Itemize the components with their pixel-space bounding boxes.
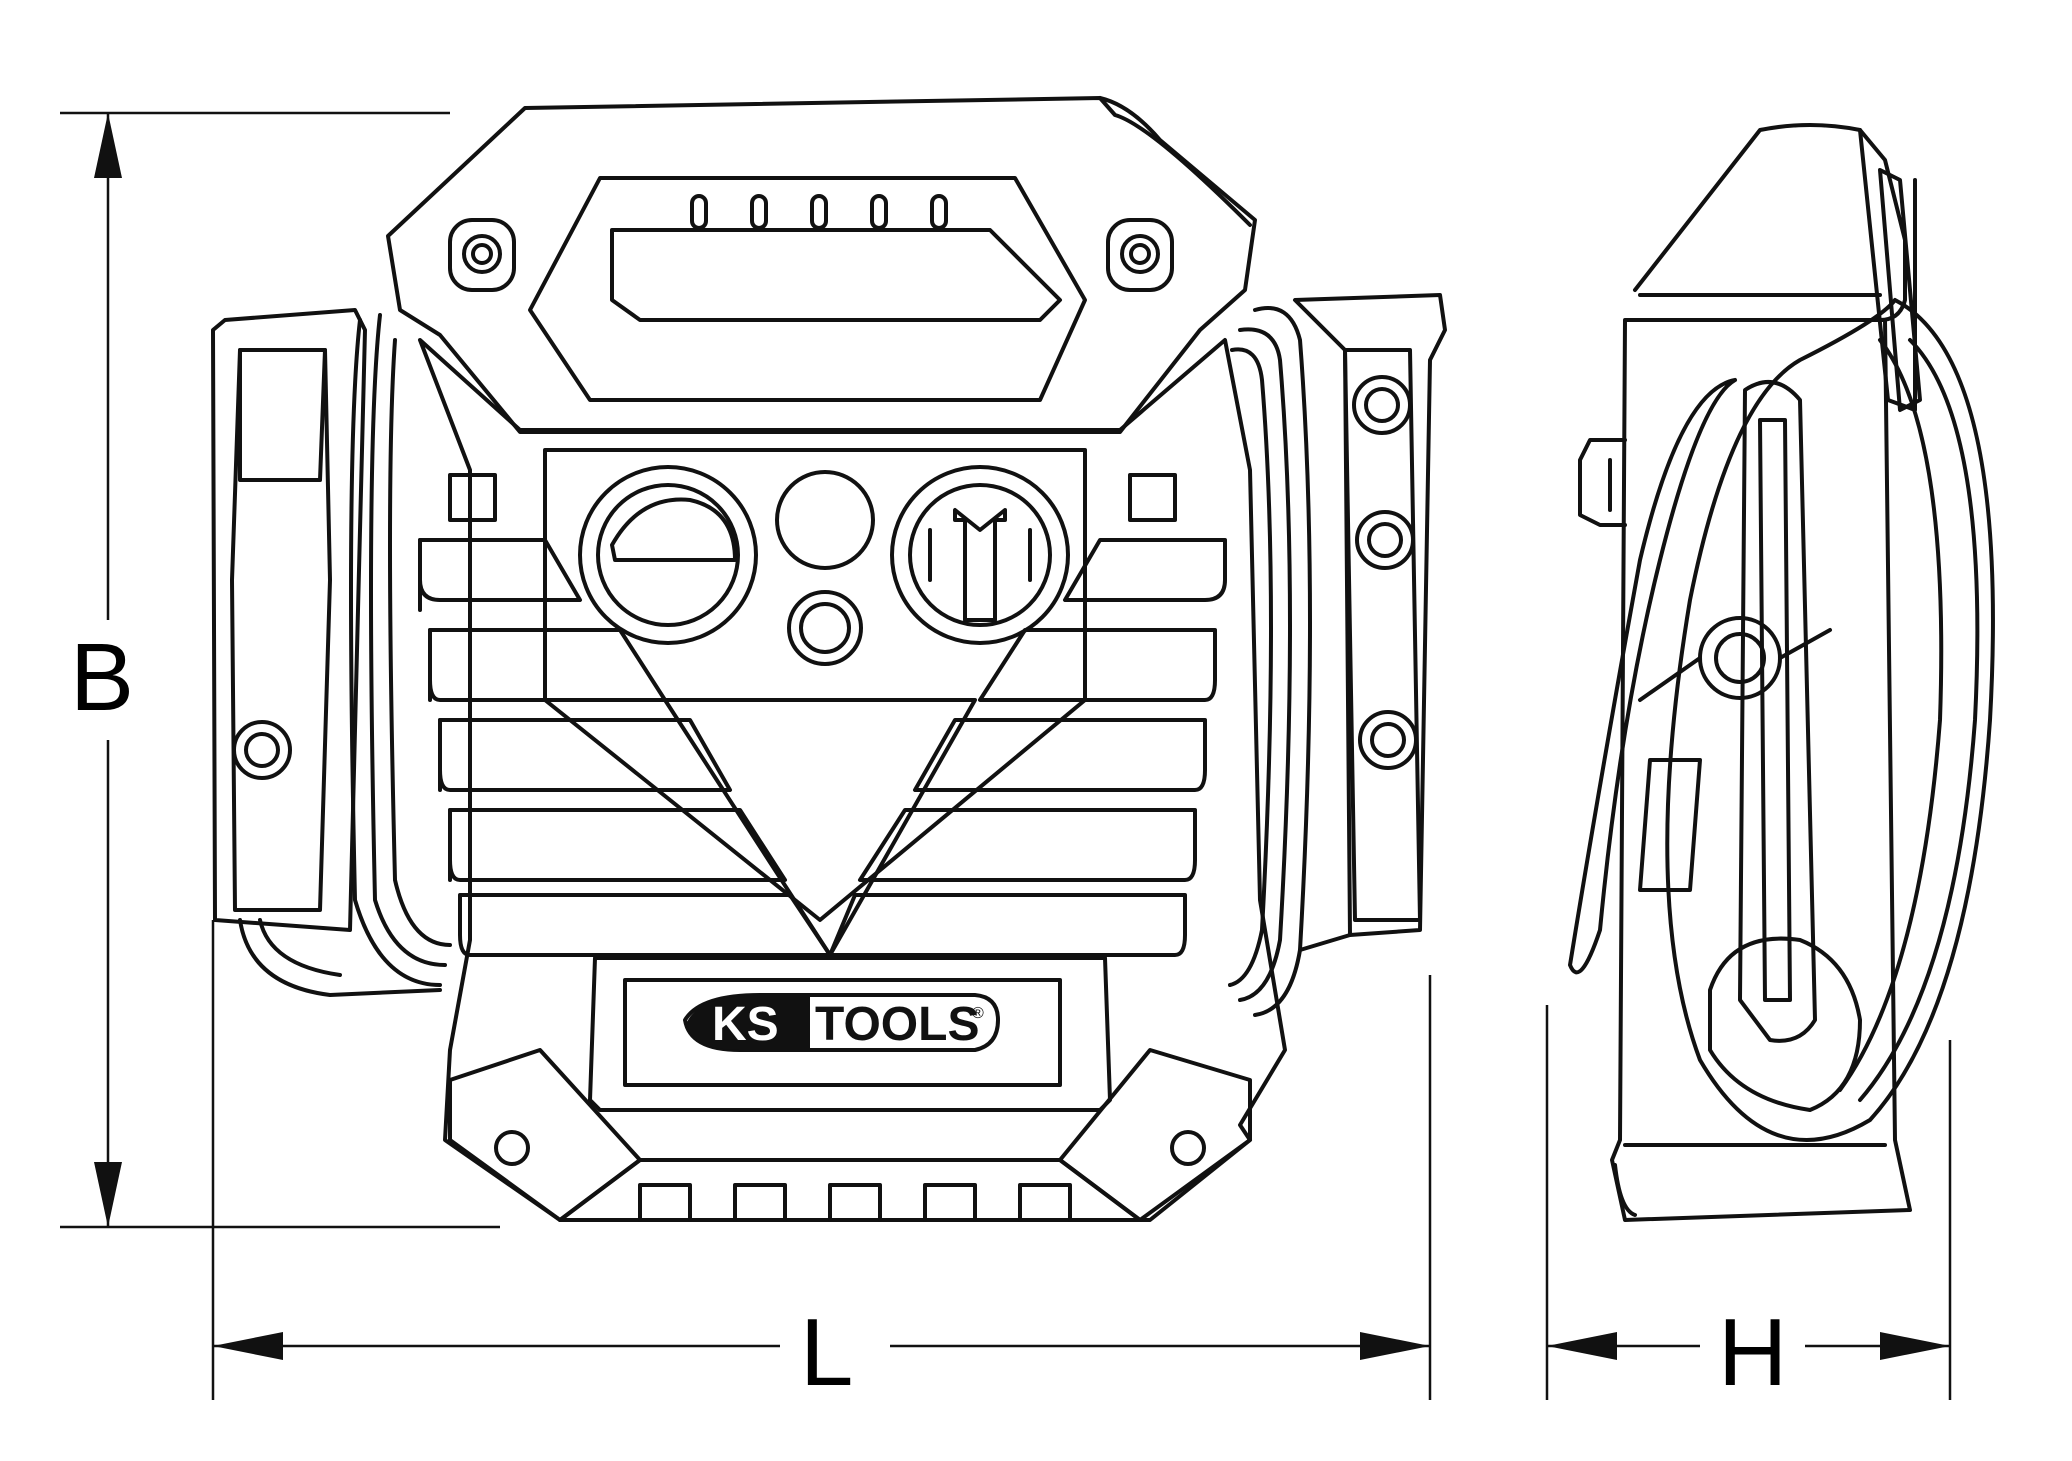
clamp-screw-icon [232, 720, 292, 780]
vent-left [448, 473, 497, 522]
dimension-h: H [1545, 1005, 1952, 1406]
led-slots [690, 194, 948, 230]
pivot-bolt-icon [1698, 616, 1782, 700]
bumper-left [448, 1048, 642, 1222]
power-switch-icon [890, 465, 1070, 645]
screw-icon [448, 218, 516, 292]
dimension-l: L [211, 920, 1432, 1406]
left-clamp [211, 308, 367, 932]
indicator-lamp [775, 470, 875, 570]
dimension-label-h: H [1718, 1299, 1787, 1406]
arrow-right-icon [1360, 1332, 1430, 1360]
clamp-screw-icon [1355, 510, 1415, 570]
brand-text-ks: KS [712, 998, 779, 1051]
voltmeter-gauge [578, 465, 758, 645]
brand-text-tools: TOOLS [815, 998, 979, 1051]
handle-bevel [1098, 96, 1252, 227]
brand-logo: KS TOOLS ® [683, 993, 1000, 1052]
left-cable [238, 313, 452, 997]
chevron-down-icon [663, 698, 977, 957]
registered-mark: ® [972, 1005, 984, 1022]
arrow-left-icon [1547, 1332, 1617, 1360]
right-clamp [1293, 293, 1447, 937]
right-cable [1228, 306, 1352, 1017]
front-view: KS TOOLS ® [211, 96, 1447, 1222]
side-clamp [1738, 380, 1817, 1043]
clamp-screw-icon [1358, 710, 1418, 770]
nameplate-frame [623, 978, 1062, 1087]
screw-icon [1106, 218, 1174, 292]
arrow-down-icon [94, 1162, 122, 1227]
arrow-left-icon [213, 1332, 283, 1360]
dimension-label-l: L [800, 1299, 853, 1406]
grip-teeth [638, 1183, 1072, 1222]
clamp-screw-icon [1352, 375, 1412, 435]
side-body [1610, 318, 1912, 1222]
display-window [610, 228, 1062, 322]
side-clamp-jaw [1708, 936, 1862, 1112]
right-fins [828, 538, 1227, 957]
left-fins [418, 538, 832, 957]
dimension-label-b: B [70, 624, 134, 731]
arrow-up-icon [94, 113, 122, 178]
arrow-right-icon [1880, 1332, 1950, 1360]
side-cable-coil [1665, 298, 1995, 1142]
vent-right [1128, 473, 1177, 522]
side-view [1568, 123, 1995, 1222]
side-strap [1878, 168, 1922, 412]
foot-screw-icon [1170, 1130, 1206, 1166]
main-body [418, 338, 1287, 1222]
handle-grip [528, 176, 1087, 402]
side-port [1578, 438, 1627, 527]
small-lamp [787, 590, 863, 666]
side-cable-strand [1568, 378, 1737, 975]
foot-screw-icon [494, 1130, 530, 1166]
dimension-b: B [60, 111, 500, 1229]
bumper-right [1058, 1048, 1252, 1222]
bottom-grip [558, 1158, 1142, 1222]
